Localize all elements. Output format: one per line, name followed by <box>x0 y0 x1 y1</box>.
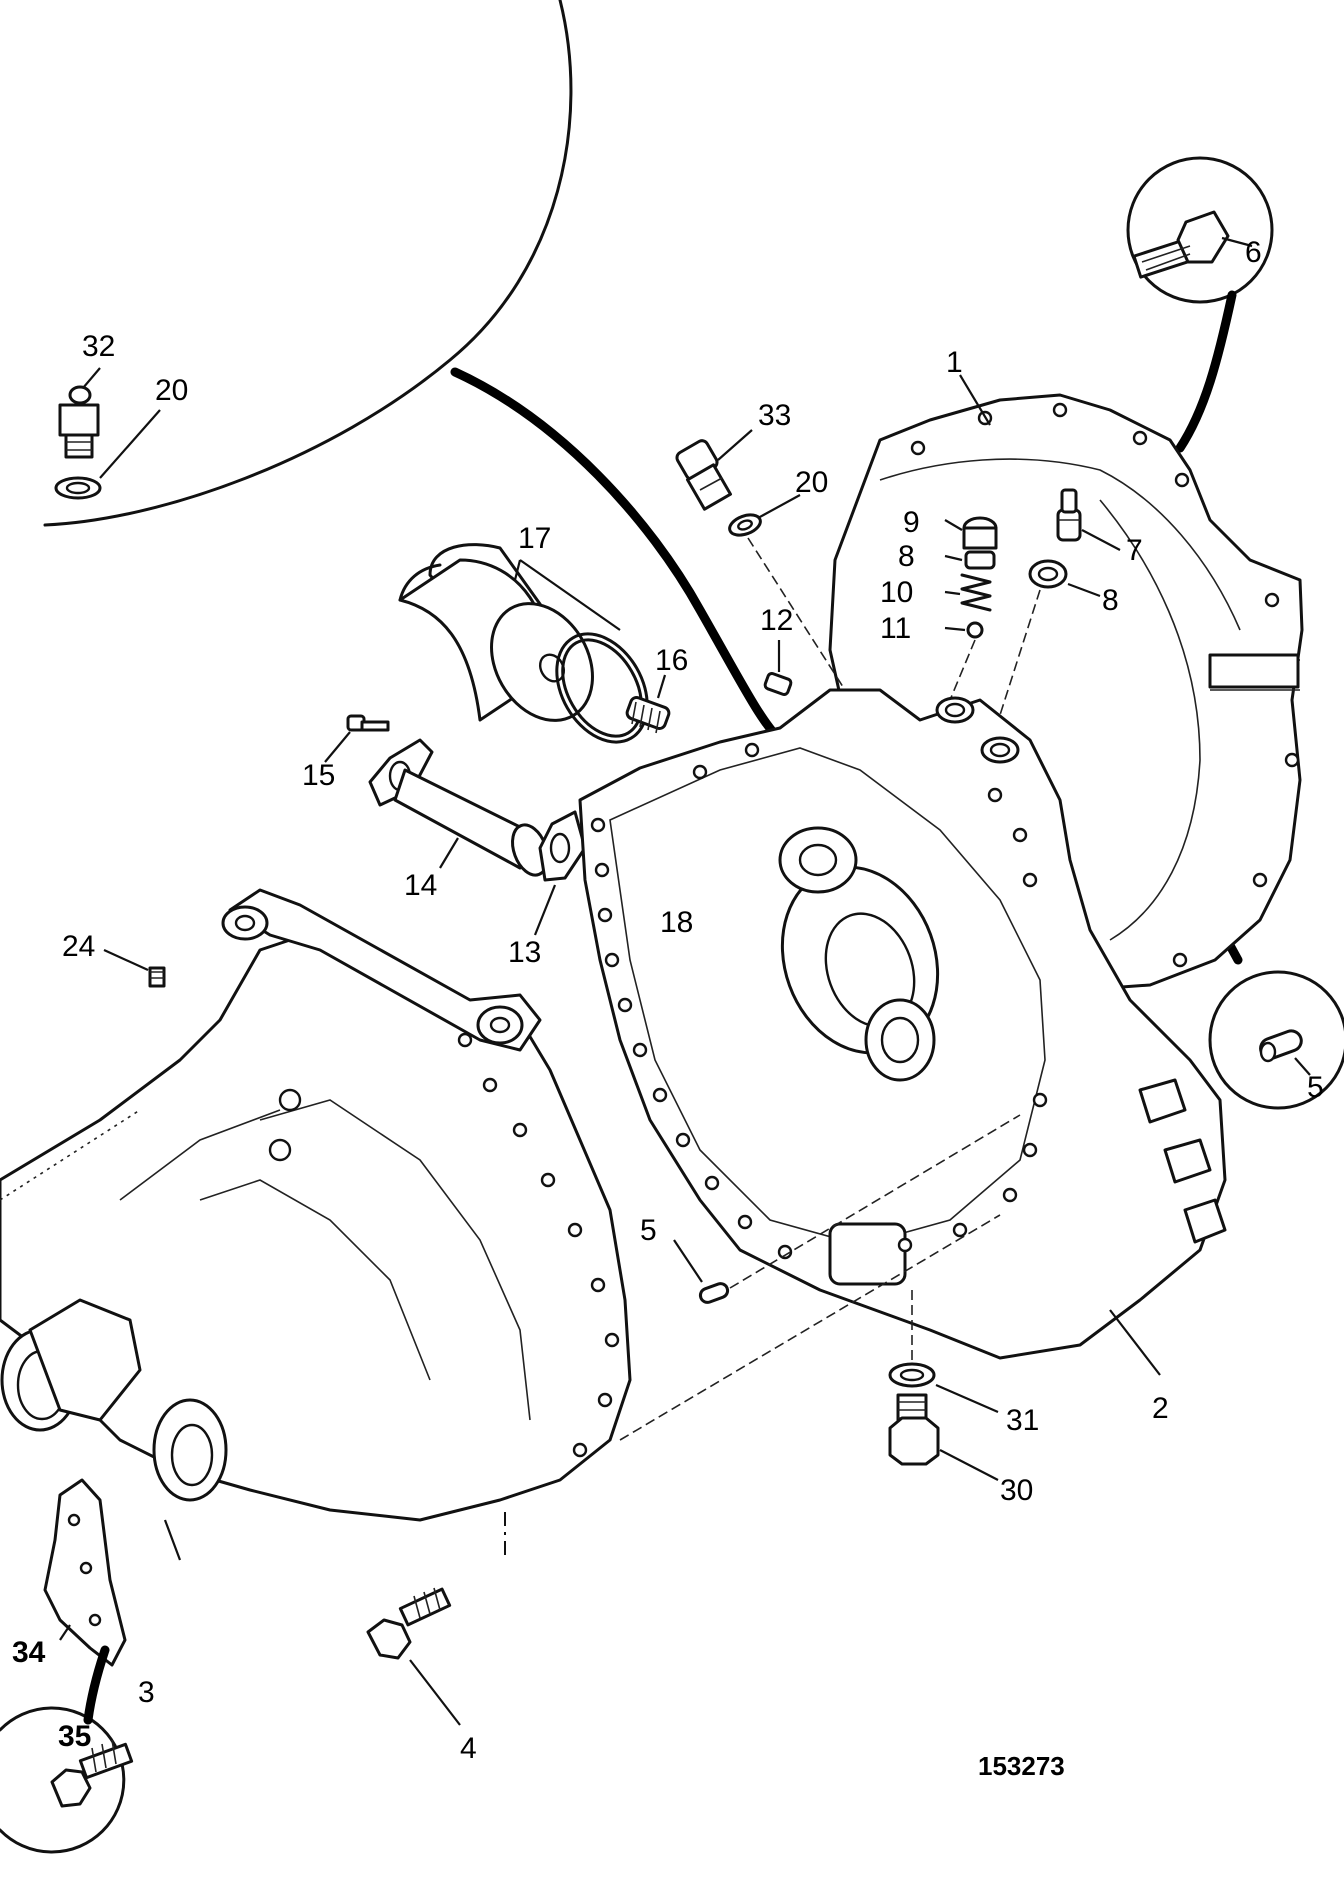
inset-circle-top-left <box>43 0 785 745</box>
callout-14: 14 <box>404 869 437 902</box>
callout-5-inset: 5 <box>1307 1071 1324 1104</box>
part-12-plug <box>763 672 793 696</box>
part-3-gearbox-casing <box>0 888 632 1522</box>
part-13-gasket <box>538 810 587 882</box>
callout-33: 33 <box>758 399 791 432</box>
drawing-reference-number: 153273 <box>978 1751 1065 1781</box>
part-35-inset-circle <box>0 1645 134 1854</box>
callout-20-inset: 20 <box>155 374 188 407</box>
part-10-spring <box>960 573 992 612</box>
part-32-switch <box>58 385 100 459</box>
callout-10: 10 <box>880 576 913 609</box>
callout-31: 31 <box>1006 1404 1039 1437</box>
part-9-plug <box>962 516 998 550</box>
callout-15: 15 <box>302 759 335 792</box>
part-20-washer <box>728 513 762 537</box>
callout-7: 7 <box>1126 534 1143 567</box>
callout-2: 2 <box>1152 1392 1169 1425</box>
part-34-bracket <box>43 1478 127 1667</box>
part-24-grub-screw <box>148 966 166 988</box>
part-31-washer <box>888 1362 936 1388</box>
callout-9: 9 <box>903 506 920 539</box>
callout-11: 11 <box>880 612 911 645</box>
callout-8-lower: 8 <box>1102 584 1119 617</box>
callout-34: 34 <box>12 1636 46 1669</box>
part-16-stud <box>625 696 671 734</box>
part-15-bolt <box>346 714 390 732</box>
part-7-breather <box>1056 488 1082 542</box>
callout-24: 24 <box>62 930 95 963</box>
callout-12: 12 <box>760 604 793 637</box>
callout-1: 1 <box>946 346 963 379</box>
callout-18: 18 <box>660 906 693 939</box>
part-11-ball <box>966 621 984 639</box>
part-14-tube <box>368 738 549 877</box>
callout-16: 16 <box>655 644 688 677</box>
part-30-drain-plug <box>888 1393 940 1466</box>
part-5-dowel-pin <box>698 1282 730 1304</box>
callout-5-dowel: 5 <box>640 1214 657 1247</box>
part-8-seal-right <box>1028 559 1068 589</box>
part-17-o-ring <box>555 632 649 744</box>
callout-8-upper: 8 <box>898 540 915 573</box>
callout-3: 3 <box>138 1676 155 1709</box>
callout-35: 35 <box>58 1720 91 1753</box>
part-33-pressure-switch <box>675 439 732 511</box>
part-6-inset-circle <box>1126 156 1274 453</box>
callout-6: 6 <box>1245 236 1262 269</box>
callout-13: 13 <box>508 936 541 969</box>
callout-32: 32 <box>82 330 115 363</box>
callout-4: 4 <box>460 1732 477 1765</box>
callout-30: 30 <box>1000 1474 1033 1507</box>
callout-20: 20 <box>795 466 828 499</box>
callout-17: 17 <box>518 522 551 555</box>
part-2-main-housing <box>578 688 1227 1360</box>
part-20-washer-inset <box>54 476 102 500</box>
part-8-seal-left <box>964 550 996 570</box>
part-4-bolt <box>366 1587 452 1660</box>
